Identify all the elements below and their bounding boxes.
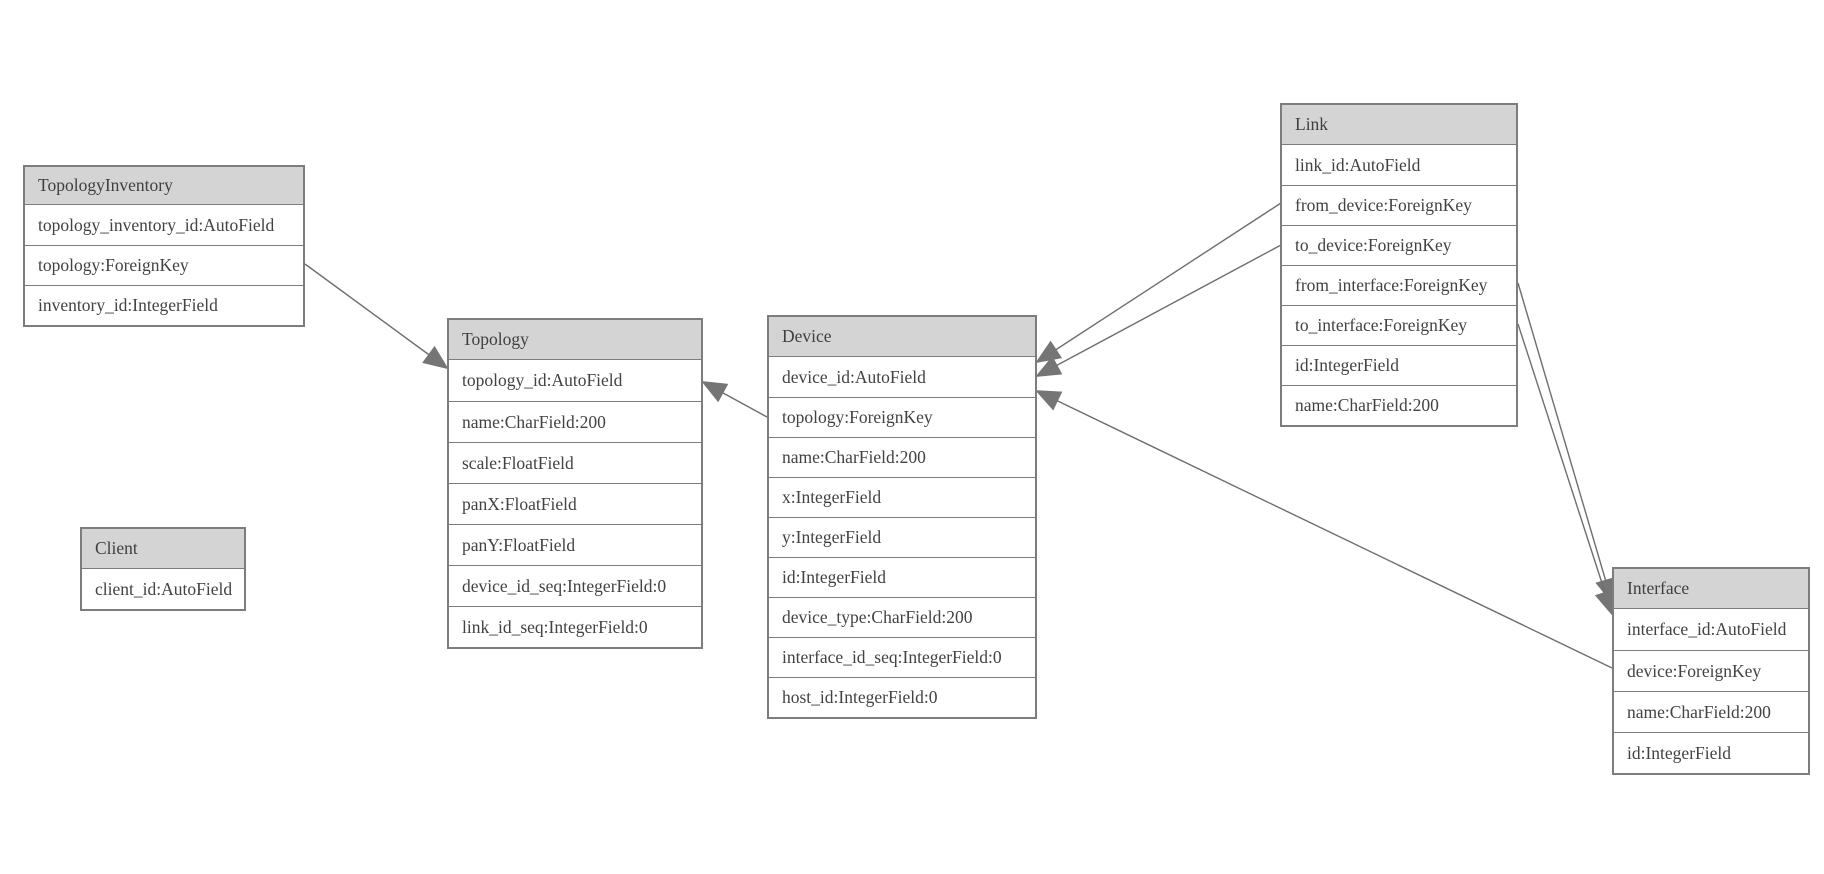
entity-field-row: host_id:IntegerField:0 [769, 677, 1035, 717]
relation-line-interface-device [1035, 390, 1613, 669]
entity-field-row: x:IntegerField [769, 477, 1035, 517]
entity-field-row: interface_id:AutoField [1614, 609, 1808, 650]
relation-line-topologyinventory-topology [304, 263, 449, 370]
entity-field-row: name:CharField:200 [1282, 385, 1516, 425]
entity-field-row: id:IntegerField [1282, 345, 1516, 385]
entity-field-row: device_id_seq:IntegerField:0 [449, 565, 701, 606]
entity-field-row: from_interface:ForeignKey [1282, 265, 1516, 305]
entity-field-row: name:CharField:200 [449, 401, 701, 442]
relation-line-link-to-interface [1517, 323, 1615, 616]
entity-field-row: link_id:AutoField [1282, 145, 1516, 185]
entity-field-row: device:ForeignKey [1614, 650, 1808, 691]
entity-field-row: name:CharField:200 [1614, 691, 1808, 732]
entity-field-row: from_device:ForeignKey [1282, 185, 1516, 225]
entity-field-row: panX:FloatField [449, 483, 701, 524]
entity-field-row: to_interface:ForeignKey [1282, 305, 1516, 345]
entity-title: Device [769, 317, 1035, 357]
entity-field-row: panY:FloatField [449, 524, 701, 565]
relation-line-link-from-device [1035, 202, 1282, 364]
entity-field-row: device_id:AutoField [769, 357, 1035, 397]
relation-line-link-from-interface [1517, 282, 1616, 605]
entity-field-row: id:IntegerField [769, 557, 1035, 597]
entity-field-row: to_device:ForeignKey [1282, 225, 1516, 265]
entity-field-row: interface_id_seq:IntegerField:0 [769, 637, 1035, 677]
entity-title: TopologyInventory [25, 167, 303, 205]
entity-field-row: topology_inventory_id:AutoField [25, 205, 303, 245]
entity-field-row: topology:ForeignKey [25, 245, 303, 285]
entity-field-row: client_id:AutoField [82, 569, 244, 609]
entity-title: Topology [449, 320, 701, 360]
entity-field-row: id:IntegerField [1614, 732, 1808, 773]
entity-title: Interface [1614, 569, 1808, 609]
entity-title: Link [1282, 105, 1516, 145]
entity-field-row: link_id_seq:IntegerField:0 [449, 606, 701, 647]
entity-field-row: topology:ForeignKey [769, 397, 1035, 437]
relation-line-device-topology [701, 380, 768, 418]
entity-field-row: device_type:CharField:200 [769, 597, 1035, 637]
entity-field-row: scale:FloatField [449, 442, 701, 483]
entity-title: Client [82, 529, 244, 569]
entity-field-row: y:IntegerField [769, 517, 1035, 557]
entity-field-row: inventory_id:IntegerField [25, 285, 303, 325]
entity-field-row: topology_id:AutoField [449, 360, 701, 401]
relation-line-link-to-device [1035, 244, 1282, 377]
entity-field-row: name:CharField:200 [769, 437, 1035, 477]
